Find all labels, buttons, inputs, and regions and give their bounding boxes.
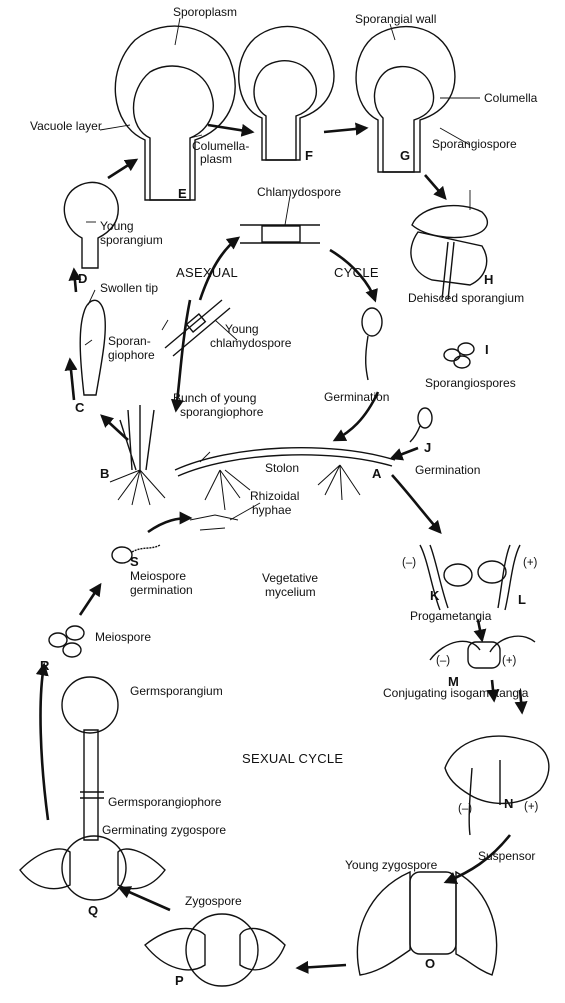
letter-e: E: [178, 186, 187, 201]
text-labels: Sporoplasm Sporangial wall Vacuole layer…: [30, 5, 539, 908]
label-young-sporangium: Young sporangium: [100, 219, 163, 247]
label-sporoplasm: Sporoplasm: [173, 5, 237, 19]
label-sporangiophore-line2: giophore: [108, 348, 155, 362]
label-vegetative-line2: mycelium: [265, 585, 316, 599]
label-sporangiophore: Sporan- giophore: [108, 334, 155, 362]
label-cycle: CYCLE: [334, 265, 379, 280]
letter-a: A: [372, 466, 382, 481]
label-sporangiospore: Sporangiospore: [432, 137, 517, 151]
letter-p: P: [175, 973, 184, 988]
label-plus-n: (+): [524, 801, 539, 813]
label-young-chlamydospore-line2: chlamydospore: [210, 336, 292, 350]
letter-o: O: [425, 956, 435, 971]
label-germination-top: Germination: [324, 390, 389, 404]
label-columella: Columella: [484, 91, 538, 105]
letter-j: J: [424, 440, 431, 455]
label-progametangia: Progametangia: [410, 609, 492, 623]
label-chlamydospore: Chlamydospore: [257, 185, 341, 199]
stage-h-dehisced-sporangium: [411, 206, 487, 300]
label-minus-m: (–): [436, 655, 450, 667]
leader-lines: [85, 18, 480, 520]
label-meiospore-germination-line1: Meiospore: [130, 569, 186, 583]
label-bunch-young-sporangiophore: Bunch of young sporangiophore: [173, 391, 264, 419]
chlamydospore: [240, 225, 320, 243]
label-vacuole-layer: Vacuole layer: [30, 119, 102, 133]
letter-q: Q: [88, 903, 98, 918]
label-germinating-zygospore: Germinating zygospore: [102, 823, 226, 837]
stage-f-sporangium: [239, 26, 334, 160]
label-stolon: Stolon: [265, 461, 299, 475]
label-vegetative-line1: Vegetative: [262, 571, 318, 585]
stage-e-sporangium: [115, 26, 235, 200]
label-dehisced-sporangium: Dehisced sporangium: [408, 291, 524, 305]
label-meiospore: Meiospore: [95, 630, 151, 644]
label-sporangial-wall: Sporangial wall: [355, 12, 436, 26]
stage-letters: A B C D E F G H I J K L M N O P Q R S: [40, 148, 526, 988]
label-suspensor: Suspensor: [478, 849, 535, 863]
letter-s: S: [130, 554, 139, 569]
stage-r-meiospores: [49, 626, 84, 657]
letter-r: R: [40, 658, 50, 673]
letter-m: M: [448, 674, 459, 689]
stage-i-sporangiospores: [444, 343, 474, 368]
label-young-sporangium-line1: Young: [100, 219, 134, 233]
label-sexual-cycle: SEXUAL CYCLE: [242, 751, 343, 766]
label-rhizoidal-line1: Rhizoidal: [250, 489, 299, 503]
label-bunch-line2: sporangiophore: [180, 405, 264, 419]
stage-c-swollen-tip-sporangiophore: [80, 300, 105, 395]
letter-g: G: [400, 148, 410, 163]
label-germsporangiophore: Germsporangiophore: [108, 795, 222, 809]
stage-p-zygospore: [145, 914, 285, 986]
letter-f: F: [305, 148, 313, 163]
stage-n-suspensor: [445, 736, 549, 835]
label-swollen-tip: Swollen tip: [100, 281, 158, 295]
label-bunch-line1: Bunch of young: [173, 391, 256, 405]
germinating-chlamydospore: [362, 308, 382, 380]
letter-l: L: [518, 592, 526, 607]
label-columella-plasm: Columella- plasm: [192, 139, 253, 166]
label-asexual: ASEXUAL: [176, 265, 238, 280]
label-germination-j: Germination: [415, 463, 480, 477]
letter-i: I: [485, 342, 489, 357]
letter-h: H: [484, 272, 493, 287]
label-vegetative-mycelium: Vegetative mycelium: [262, 571, 321, 599]
letter-c: C: [75, 400, 85, 415]
label-young-zygospore: Young zygospore: [345, 858, 438, 872]
letter-d: D: [78, 271, 87, 286]
label-young-chlamydospore-line1: Young: [225, 322, 259, 336]
label-plus-l: (+): [523, 557, 538, 569]
label-sporangiospores: Sporangiospores: [425, 376, 516, 390]
stage-j-germinating-spore: [410, 408, 432, 442]
letter-n: N: [504, 796, 513, 811]
label-young-sporangium-line2: sporangium: [100, 233, 163, 247]
label-rhizoidal-line2: hyphae: [252, 503, 292, 517]
label-columella-plasm-line2: plasm: [200, 152, 232, 166]
label-sporangiophore-line1: Sporan-: [108, 334, 151, 348]
label-plus-m: (+): [502, 655, 517, 667]
label-minus-n: (–): [458, 803, 472, 815]
label-meiospore-germination: Meiospore germination: [130, 569, 193, 597]
label-meiospore-germination-line2: germination: [130, 583, 193, 597]
letter-k: K: [430, 588, 440, 603]
label-rhizoidal-hyphae: Rhizoidal hyphae: [250, 489, 303, 517]
label-columella-plasm-line1: Columella-: [192, 139, 249, 153]
label-minus-k: (–): [402, 557, 416, 569]
letter-b: B: [100, 466, 109, 481]
label-zygospore: Zygospore: [185, 894, 242, 908]
label-germsporangium: Germsporangium: [130, 684, 223, 698]
